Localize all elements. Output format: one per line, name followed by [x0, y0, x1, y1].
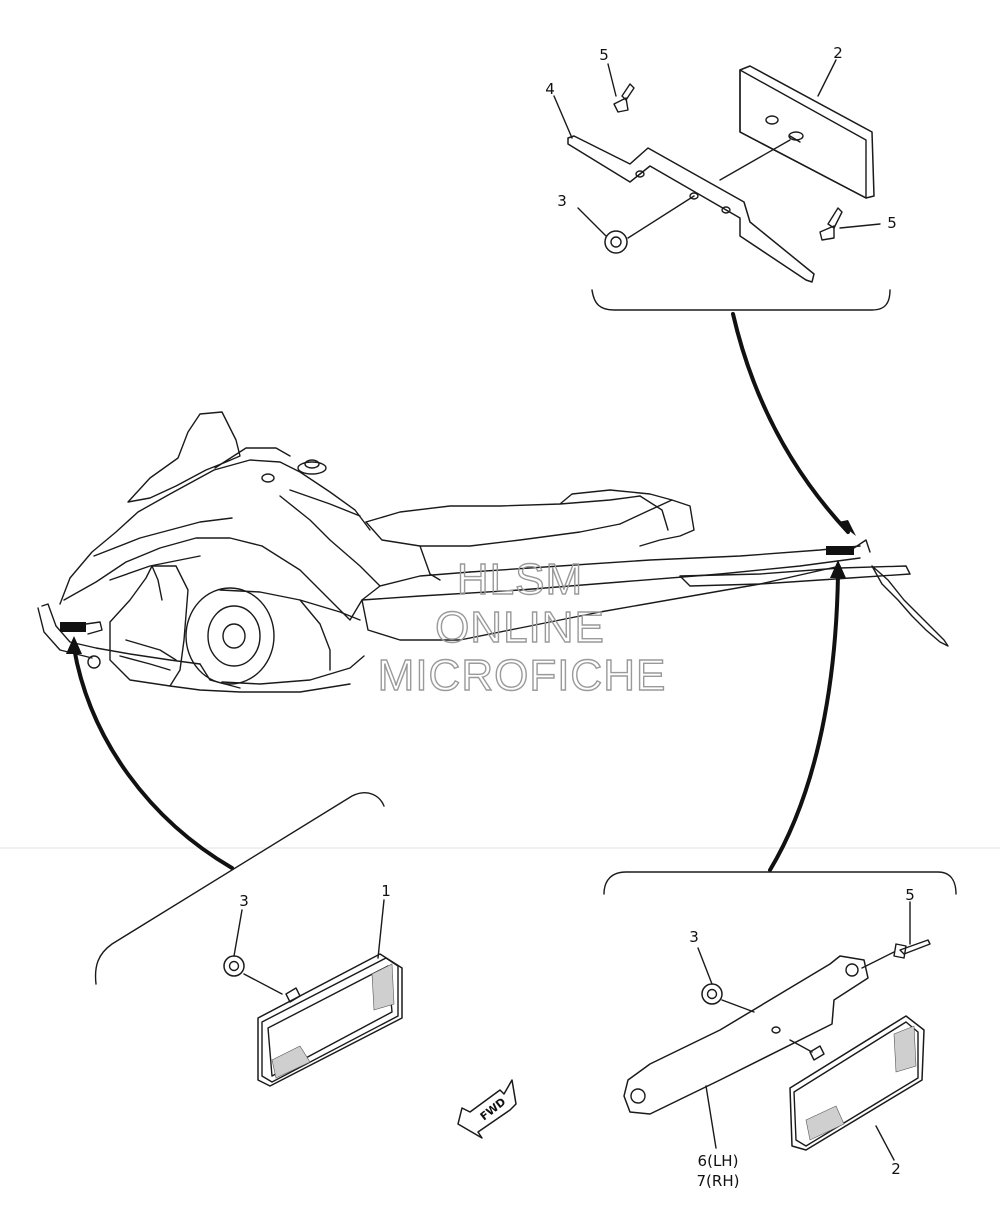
- top-inset: 5 4 2 3 5: [545, 44, 897, 311]
- callout-left-3: 3: [239, 892, 249, 910]
- watermark-line-2: ONLINE: [435, 603, 605, 652]
- left-inset: 3 1: [94, 792, 403, 1087]
- callout-top-3: 3: [557, 192, 567, 210]
- callout-left-1: 1: [381, 882, 391, 900]
- leader-lines: [66, 312, 856, 872]
- watermark: HLSM ONLINE MICROFICHE: [377, 554, 667, 700]
- callout-right-6: 6(LH): [698, 1152, 739, 1170]
- right-inset: 3 5 6(LH) 7(RH) 2: [603, 871, 957, 1190]
- callout-right-7: 7(RH): [697, 1172, 740, 1190]
- rear-reflector-marker: [826, 546, 854, 555]
- snowmobile-illustration: [37, 411, 949, 693]
- callout-top-4: 4: [545, 80, 555, 98]
- callout-top-5b: 5: [887, 214, 897, 232]
- front-reflector-marker: [60, 622, 86, 632]
- watermark-line-3: MICROFICHE: [378, 651, 667, 700]
- callout-right-2: 2: [891, 1160, 901, 1178]
- callout-right-5: 5: [905, 886, 915, 904]
- callout-right-3: 3: [689, 928, 699, 946]
- fwd-arrow-icon: FWD: [457, 1079, 517, 1139]
- watermark-line-1: HLSM: [457, 555, 583, 604]
- callout-top-5a: 5: [599, 46, 609, 64]
- callout-top-2: 2: [833, 44, 843, 62]
